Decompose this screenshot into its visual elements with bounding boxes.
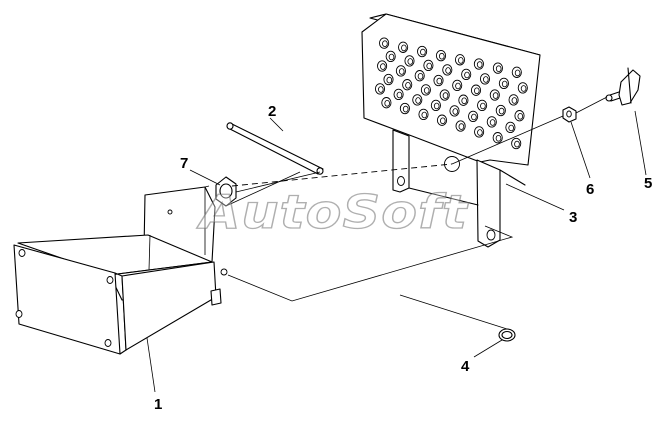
assembly-lines bbox=[225, 96, 608, 330]
perforation-hole-inner bbox=[388, 53, 395, 61]
callouts: 1 2 3 4 5 6 7 bbox=[154, 103, 652, 413]
perforation-hole-inner bbox=[514, 69, 521, 77]
perforation-hole-inner bbox=[495, 65, 502, 72]
perforation-hole-inner bbox=[377, 86, 384, 93]
bracket-part bbox=[13, 185, 228, 355]
pin-part bbox=[226, 122, 324, 175]
perforation-hole-inner bbox=[402, 105, 409, 113]
ring-part bbox=[498, 328, 516, 342]
perforation-hole-inner bbox=[477, 129, 483, 136]
perforation-hole-inner bbox=[445, 67, 451, 74]
callout-6: 6 bbox=[586, 181, 594, 198]
perforation-hole-inner bbox=[498, 107, 505, 115]
perforation-hole-inner bbox=[384, 100, 391, 107]
leader-lines bbox=[146, 110, 647, 393]
perforation-hole-inner bbox=[438, 52, 445, 60]
perforation-hole-inner bbox=[436, 77, 443, 85]
perforation-hole-inner bbox=[482, 76, 489, 83]
callout-7: 7 bbox=[180, 155, 188, 172]
perforation-hole-inner bbox=[386, 76, 393, 84]
perforation-hole-inner bbox=[457, 57, 464, 64]
perforation-hole-inner bbox=[492, 92, 499, 99]
perforation-hole-inner bbox=[495, 135, 502, 142]
perforation-hole-inner bbox=[455, 82, 461, 90]
washer-part bbox=[562, 106, 577, 123]
perforation-hole-inner bbox=[471, 113, 477, 121]
perforation-hole-inner bbox=[501, 80, 508, 88]
pedal-perforations bbox=[374, 37, 528, 150]
callout-4: 4 bbox=[461, 358, 470, 375]
perforation-hole-inner bbox=[398, 68, 405, 75]
bushing-part bbox=[215, 176, 237, 207]
perforation-hole-inner bbox=[401, 44, 407, 52]
perforation-hole-inner bbox=[439, 117, 446, 125]
perforation-hole-inner bbox=[452, 108, 459, 115]
callout-2: 2 bbox=[268, 103, 276, 120]
perforation-hole-inner bbox=[511, 97, 518, 104]
perforation-hole-inner bbox=[489, 119, 496, 126]
perforation-hole-inner bbox=[407, 58, 414, 65]
perforation-hole-inner bbox=[473, 87, 480, 95]
perforation-hole-inner bbox=[380, 63, 386, 70]
perforation-hole-inner bbox=[458, 123, 465, 130]
perforation-hole-inner bbox=[405, 82, 411, 89]
watermark-text: AutoSoft bbox=[197, 185, 470, 239]
perforation-hole-inner bbox=[433, 102, 440, 110]
perforation-hole-inner bbox=[415, 97, 421, 104]
perforation-hole-inner bbox=[461, 97, 468, 105]
perforation-hole-inner bbox=[520, 85, 527, 92]
perforation-hole-inner bbox=[480, 102, 486, 110]
perforation-hole-inner bbox=[421, 111, 428, 119]
perforation-hole-inner bbox=[508, 124, 515, 132]
perforation-hole-inner bbox=[417, 73, 424, 80]
perforation-hole-inner bbox=[423, 87, 430, 94]
perforation-hole-inner bbox=[426, 62, 433, 70]
perforation-hole-inner bbox=[464, 71, 470, 79]
callout-1: 1 bbox=[154, 396, 162, 413]
perforation-hole-inner bbox=[396, 91, 403, 99]
callout-5: 5 bbox=[644, 175, 652, 192]
callout-3: 3 bbox=[569, 209, 577, 226]
perforation-hole-inner bbox=[442, 92, 449, 99]
perforation-hole-inner bbox=[476, 61, 483, 68]
perforation-hole-inner bbox=[514, 140, 520, 148]
perforation-hole-inner bbox=[517, 113, 524, 120]
perforation-hole-inner bbox=[382, 40, 388, 47]
perforation-hole-inner bbox=[420, 48, 426, 56]
cotter-part bbox=[605, 67, 641, 106]
